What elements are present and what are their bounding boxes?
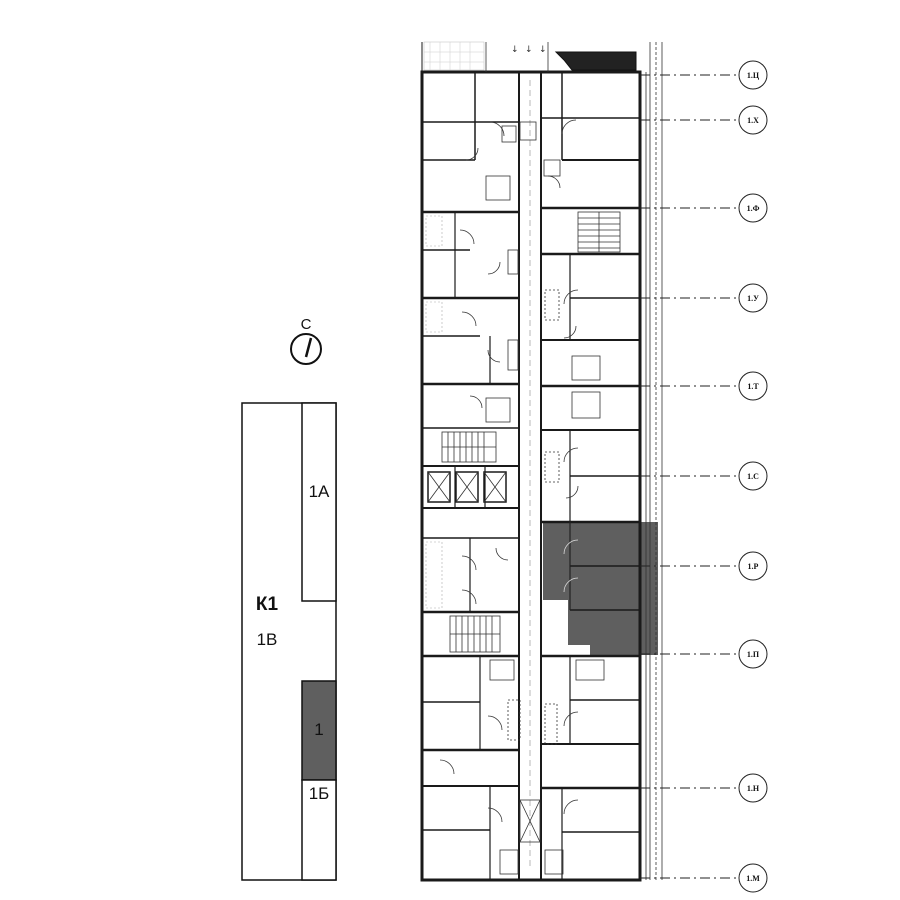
axis-marker <box>738 551 768 581</box>
axis-marker <box>738 105 768 135</box>
svg-text:↓: ↓ <box>511 45 519 55</box>
stair-left-lower <box>449 615 501 653</box>
axis-marker <box>738 193 768 223</box>
axis-label: 1.Ф <box>747 204 760 213</box>
grid-axes: 1.Ц 1.Х 1.Ф 1.У 1.Т 1.С 1.Р 1.П 1.Н 1.М <box>640 60 768 893</box>
key-label-1a: 1А <box>309 482 330 501</box>
axis-marker <box>738 863 768 893</box>
door-swings <box>439 119 579 823</box>
axis-label: 1.П <box>747 650 760 659</box>
compass-north-label: С <box>301 316 312 333</box>
axis-marker <box>738 639 768 669</box>
north-compass: С <box>290 316 322 365</box>
axis-label: 1.Ц <box>747 71 760 80</box>
compass-circle <box>290 333 322 365</box>
key-plan: 1А К1 1В 1 1Б <box>241 402 337 881</box>
building-plan: ↓ ↓ ↓ <box>420 41 663 882</box>
axis-label: 1.Р <box>748 562 759 571</box>
selected-apartment[interactable] <box>543 522 658 655</box>
axis-marker <box>738 371 768 401</box>
axis-marker <box>738 283 768 313</box>
axis-label: 1.С <box>747 472 759 481</box>
key-label-1b: 1Б <box>309 784 330 803</box>
axis-label: 1.Т <box>747 382 759 391</box>
key-label-1-selected: 1 <box>314 720 323 739</box>
key-section-1b[interactable] <box>301 779 337 881</box>
key-section-1-selected[interactable] <box>301 680 337 781</box>
bathroom-fixtures <box>485 121 605 875</box>
axis-marker <box>738 461 768 491</box>
axis-marker <box>738 773 768 803</box>
axis-label: 1.М <box>746 874 760 883</box>
svg-text:↓: ↓ <box>539 45 547 55</box>
elevator-shafts <box>427 471 507 503</box>
balcony-hatches <box>425 215 443 609</box>
stair-left-upper <box>441 431 497 463</box>
right-apartment-walls <box>541 72 640 880</box>
axis-label: 1.У <box>747 294 759 303</box>
key-building-label: К1 <box>256 594 279 615</box>
left-apartment-walls <box>422 72 519 880</box>
svg-text:↓: ↓ <box>525 45 533 55</box>
key-label-1v: 1В <box>257 630 278 649</box>
top-structure <box>554 51 637 71</box>
terrace-hatch: ↓ ↓ ↓ <box>423 41 547 71</box>
compass-arrow-icon <box>304 337 313 358</box>
key-section-1a[interactable] <box>301 402 337 602</box>
axis-label: 1.Н <box>747 784 760 793</box>
stair-right <box>577 211 621 253</box>
axis-label: 1.Х <box>747 116 759 125</box>
axis-marker <box>738 60 768 90</box>
